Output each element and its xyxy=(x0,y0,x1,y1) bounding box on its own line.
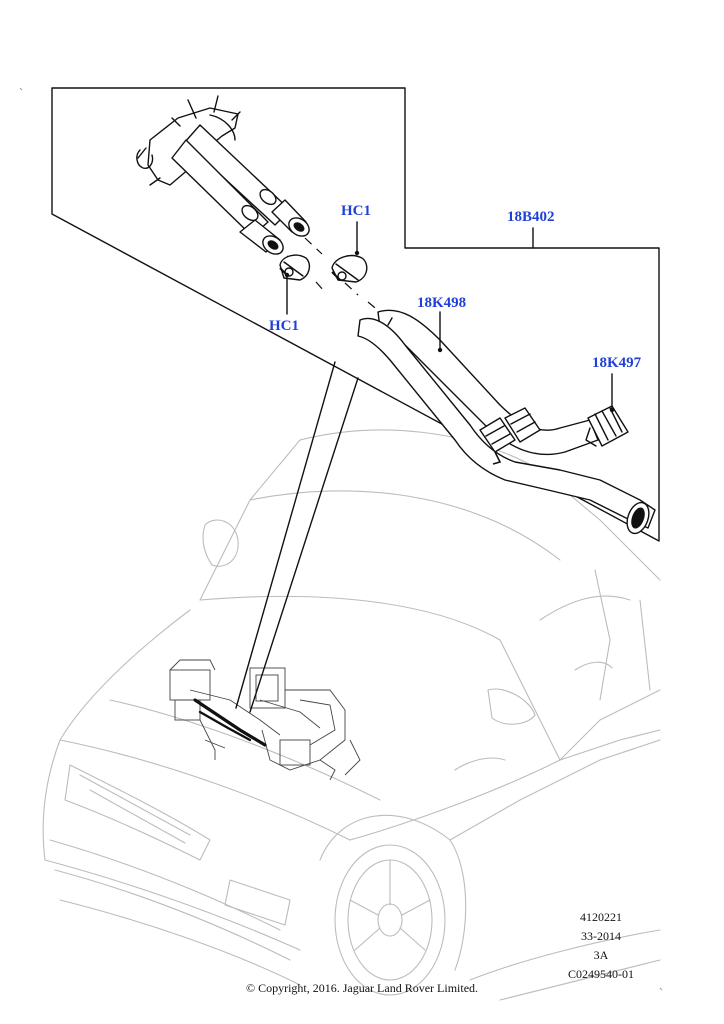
copyright-notice: © Copyright, 2016. Jaguar Land Rover Lim… xyxy=(245,981,479,995)
callout-hc1-lower: HC1 xyxy=(269,318,299,334)
heater-unit-pipes xyxy=(136,95,310,255)
reference-line-3: 3A xyxy=(593,948,609,962)
callout-18b402: 18B402 xyxy=(507,209,555,225)
focus-leader-right xyxy=(249,377,359,713)
callout-18k497: 18K497 xyxy=(592,355,642,371)
callout-hc1-upper: HC1 xyxy=(341,203,371,219)
vehicle-outline xyxy=(42,429,661,1001)
hose-clamp-lower xyxy=(279,254,311,281)
detail-frame xyxy=(51,87,660,542)
reference-line-2: 33-2014 xyxy=(581,929,621,943)
hose-clamp-upper xyxy=(331,254,368,283)
corner-mark-br xyxy=(659,987,663,991)
engine-bay xyxy=(169,659,361,781)
alignment-line-2 xyxy=(304,237,381,313)
callout-18k498: 18K498 xyxy=(417,295,467,311)
coolant-hose-in-situ xyxy=(193,698,267,747)
reference-line-1: 4120221 xyxy=(580,910,622,924)
focus-leader-left xyxy=(235,361,336,709)
reference-line-4: C0249540-01 xyxy=(568,967,634,981)
reference-codes: 4120221 33-2014 3A C0249540-01 xyxy=(568,908,634,984)
hose-assembly xyxy=(357,309,656,535)
corner-mark-tl xyxy=(19,87,23,91)
